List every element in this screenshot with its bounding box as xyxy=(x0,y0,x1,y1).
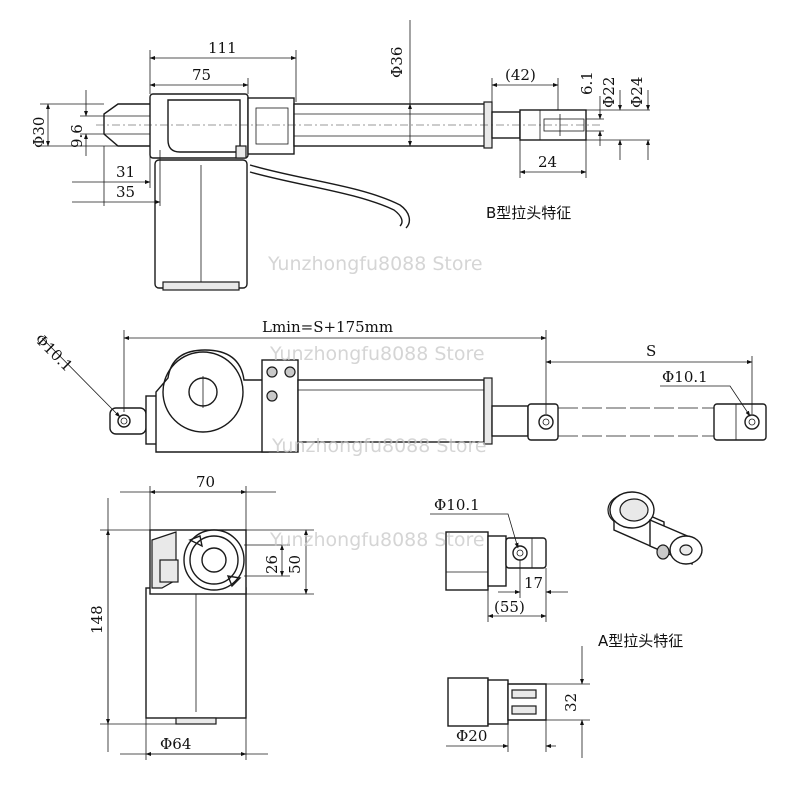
dim-35: 35 xyxy=(116,183,135,201)
watermark-1: Yunzhongfu8088 Store xyxy=(267,253,483,275)
a-type-detail: Φ10.1 17 (55) A型拉头特征 32 Φ20 xyxy=(430,496,683,758)
dim-s: S xyxy=(646,342,656,360)
iso-clevis xyxy=(607,491,703,566)
watermark-4: Yunzhongfu8088 Store xyxy=(269,529,485,551)
side-view: Lmin=S+175mm S Φ10.1 Φ10.1 xyxy=(31,318,767,453)
a-type-caption: A型拉头特征 xyxy=(598,632,683,650)
a-dim-phi20: Φ20 xyxy=(456,727,487,745)
dim-111: 111 xyxy=(208,39,237,57)
cable xyxy=(249,164,411,229)
dim-50: 50 xyxy=(286,555,304,574)
dim-phi64: Φ64 xyxy=(160,735,191,753)
dim-42: (42) xyxy=(505,66,536,84)
dim-6-1: 6.1 xyxy=(578,71,596,95)
top-view: 111 75 Φ36 (42) 6.1 Φ22 Φ24 24 xyxy=(30,20,650,291)
front-gear-inner xyxy=(201,547,227,573)
dim-148: 148 xyxy=(88,605,106,634)
screw-2 xyxy=(284,366,296,378)
screw-3 xyxy=(266,390,278,402)
gear-circle-outer xyxy=(162,351,244,433)
watermark-3: Yunzhongfu8088 Store xyxy=(271,435,487,457)
front-view: 70 148 26 50 Φ64 xyxy=(88,473,314,760)
a-rod-lower xyxy=(447,677,489,727)
dim-75: 75 xyxy=(192,66,211,84)
a-rod-upper xyxy=(445,531,489,591)
watermark-2: Yunzhongfu8088 Store xyxy=(269,343,485,365)
dim-phi24: Φ24 xyxy=(628,77,646,108)
a-dim-phi10-1: Φ10.1 xyxy=(434,496,480,514)
dim-9-6: 9.6 xyxy=(68,124,86,148)
dim-phi10-1-left: Φ10.1 xyxy=(31,330,76,375)
screw-1 xyxy=(266,366,278,378)
dim-phi22: Φ22 xyxy=(600,77,618,108)
dim-26: 26 xyxy=(263,555,281,574)
outer-tube-side xyxy=(297,379,485,443)
a-dim-55: (55) xyxy=(494,598,525,616)
a-dim-17: 17 xyxy=(524,574,543,592)
dim-70: 70 xyxy=(196,473,215,491)
inner-rod-side xyxy=(491,405,529,437)
gear-housing-top xyxy=(149,93,249,159)
dim-phi10-1-right: Φ10.1 xyxy=(662,368,708,386)
motor-end-cap xyxy=(162,281,240,291)
extended-clevis xyxy=(713,403,767,441)
b-type-caption: B型拉头特征 xyxy=(486,204,571,222)
dim-phi36: Φ36 xyxy=(388,47,406,78)
dim-lmin: Lmin=S+175mm xyxy=(262,318,393,336)
dim-phi30: Φ30 xyxy=(30,117,48,148)
dim-24: 24 xyxy=(538,153,557,171)
a-clevis-upper xyxy=(505,537,547,569)
rear-clevis-top xyxy=(103,103,150,147)
dim-31: 31 xyxy=(116,163,135,181)
a-dim-32: 32 xyxy=(562,693,580,712)
